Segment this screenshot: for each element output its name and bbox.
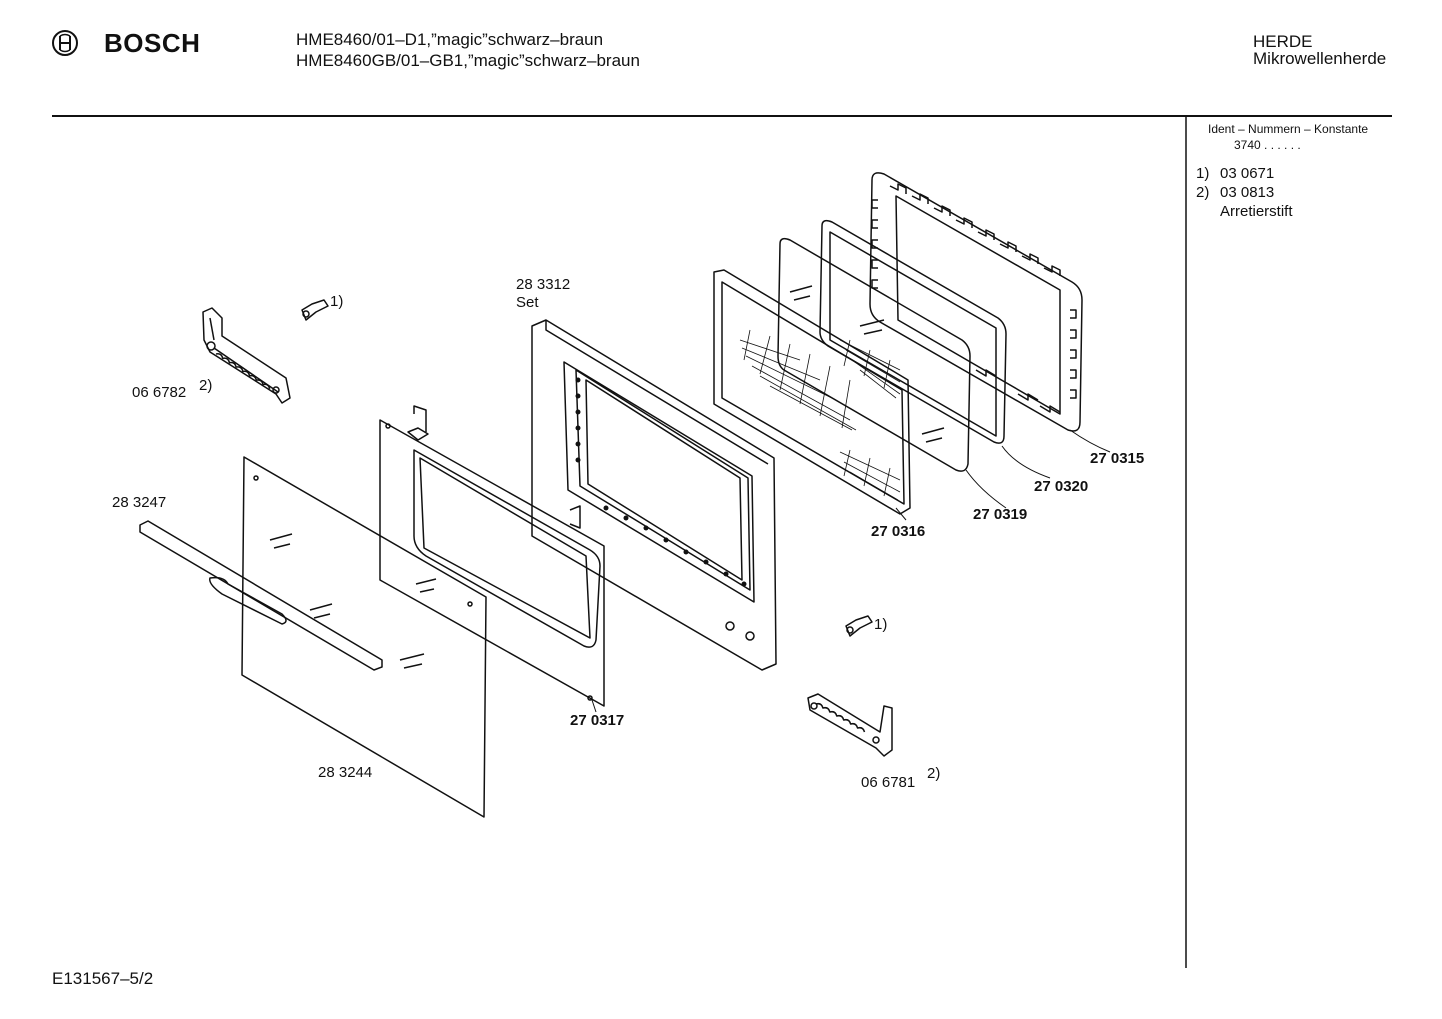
- label-hinge-right-ref: 2): [927, 765, 941, 782]
- handle-part: [139, 520, 383, 671]
- label-270315: 27 0315: [1090, 450, 1145, 467]
- leader-270319: [965, 469, 1007, 509]
- model-line-1: HME8460/01–D1,”magic”schwarz–braun: [296, 30, 604, 49]
- hinge-left-part: [202, 307, 291, 404]
- hinge-right-part: [807, 693, 893, 757]
- label-270320: 27 0320: [1034, 478, 1089, 495]
- note-2-number: 03 0813: [1220, 184, 1275, 201]
- brand-name: BOSCH: [104, 28, 201, 58]
- gasket-part: [819, 219, 1007, 444]
- clip-bottom-part: [845, 615, 873, 637]
- clip-top-part: [301, 299, 329, 321]
- leader-270316: [895, 507, 907, 521]
- ident-title: Ident – Nummern – Konstante: [1208, 122, 1369, 136]
- outer-glass-part: [241, 456, 487, 818]
- seal-frame-part: [869, 172, 1083, 432]
- bosch-logo: [50, 28, 80, 63]
- note-1-number: 03 0671: [1220, 165, 1275, 182]
- leader-270317: [591, 699, 597, 713]
- ident-value: 3740 . . . . . .: [1234, 138, 1301, 152]
- label-set-number: 28 3312: [516, 276, 571, 293]
- label-outer-glass: 28 3244: [318, 764, 373, 781]
- note-1-marker: 1): [1196, 165, 1210, 182]
- label-inner-frame: 27 0317: [570, 712, 625, 729]
- label-clip-top-ref: 1): [330, 293, 344, 310]
- label-set: Set: [516, 294, 539, 311]
- label-270316: 27 0316: [871, 523, 926, 540]
- bosch-armature-icon: [52, 30, 78, 56]
- label-clip-bottom-ref: 1): [874, 616, 888, 633]
- model-line-2: HME8460GB/01–GB1,”magic”schwarz–braun: [296, 51, 640, 70]
- note-2-description: Arretierstift: [1220, 203, 1293, 220]
- drawing-id: E131567–5/2: [52, 969, 154, 988]
- category-title: HERDE: [1253, 32, 1313, 51]
- subcategory-title: Mikrowellenherde: [1253, 49, 1387, 68]
- label-hinge-left: 06 6782: [132, 384, 187, 401]
- leader-270315: [1069, 429, 1111, 453]
- leader-270320: [1001, 445, 1051, 479]
- inner-frame-part: [379, 405, 605, 707]
- note-2-marker: 2): [1196, 184, 1210, 201]
- glass-panel-part: [777, 237, 971, 472]
- label-hinge-left-ref: 2): [199, 377, 213, 394]
- door-set-part: [531, 319, 777, 671]
- label-handle: 28 3247: [112, 494, 167, 511]
- mesh-panel-part: [713, 269, 911, 515]
- label-hinge-right: 06 6781: [861, 774, 916, 791]
- label-270319: 27 0319: [973, 506, 1028, 523]
